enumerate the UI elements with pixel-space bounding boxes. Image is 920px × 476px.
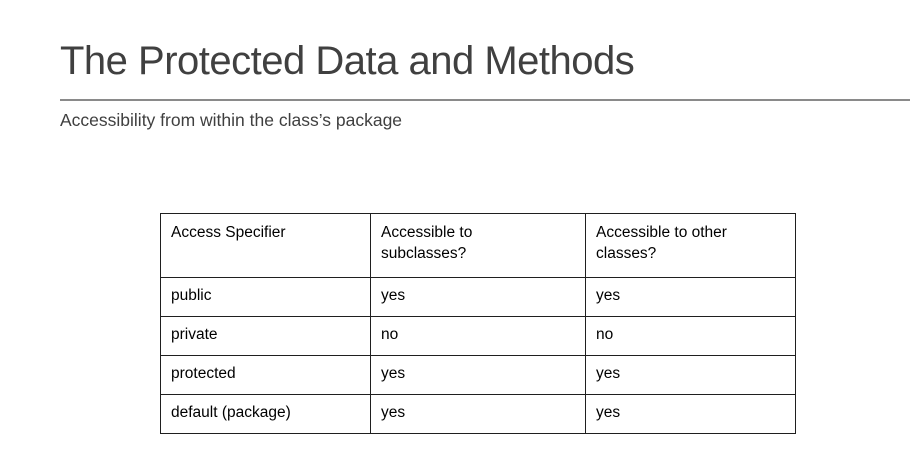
table-cell: no [585, 316, 796, 356]
column-header-label: Accessible to subclasses? [381, 224, 473, 262]
column-header-accessible-subclasses: Accessible to subclasses? [370, 213, 586, 278]
table-cell: no [370, 316, 586, 356]
table-cell: private [160, 316, 371, 356]
table-row-protected: protected yes yes [160, 355, 796, 395]
page-title: The Protected Data and Methods [60, 39, 635, 83]
table-cell: public [160, 277, 371, 317]
table-cell: default (package) [160, 394, 371, 434]
column-header-label: Accessible to other classes? [596, 224, 727, 262]
column-header-label: Access Specifier [171, 224, 286, 241]
access-specifier-table: Access Specifier Accessible to subclasse… [160, 213, 796, 434]
table-cell: protected [160, 355, 371, 395]
title-divider [60, 99, 910, 101]
table-row-default-package: default (package) yes yes [160, 394, 796, 434]
table-cell: yes [370, 394, 586, 434]
table-cell: yes [585, 394, 796, 434]
table-cell: yes [585, 355, 796, 395]
column-header-accessible-other-classes: Accessible to other classes? [585, 213, 796, 278]
table-row-public: public yes yes [160, 277, 796, 317]
table-row-private: private no no [160, 316, 796, 356]
table-cell: yes [370, 355, 586, 395]
subtitle: Accessibility from within the class’s pa… [60, 110, 403, 130]
table-header-row: Access Specifier Accessible to subclasse… [160, 213, 796, 278]
column-header-access-specifier: Access Specifier [160, 213, 371, 278]
table-cell: yes [370, 277, 586, 317]
table-cell: yes [585, 277, 796, 317]
